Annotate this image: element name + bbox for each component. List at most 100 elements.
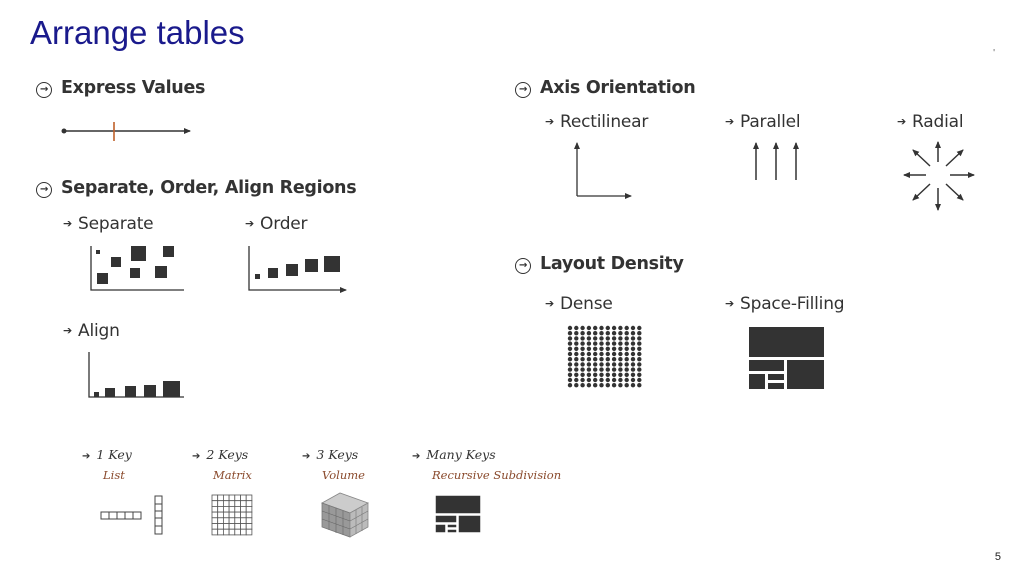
dense-dot — [637, 351, 642, 357]
dense-dot — [574, 346, 579, 351]
matrix-cell — [222, 511, 230, 519]
dense-dot — [630, 325, 636, 331]
recursive-subdivision-glyph — [433, 493, 483, 535]
dense-dot — [599, 331, 604, 336]
matrix-cell — [245, 523, 253, 530]
matrix-cell — [234, 523, 241, 530]
dense-dot — [567, 372, 573, 377]
matrix-cell — [245, 500, 253, 507]
dense-dot — [630, 357, 636, 362]
dense-dot — [567, 341, 573, 346]
space-filling-label: Space-Filling — [740, 294, 845, 314]
dense-dot — [637, 331, 642, 336]
dense-dot — [593, 383, 598, 388]
dense-dot — [637, 341, 642, 346]
dense-dot — [586, 346, 592, 351]
dense-dot — [567, 367, 573, 372]
matrix-cell — [211, 505, 219, 513]
dense-dot — [624, 336, 629, 341]
dense-dot — [574, 331, 579, 336]
dense-dot — [574, 372, 579, 377]
matrix-cell — [211, 511, 219, 519]
matrix-glyph — [211, 494, 253, 536]
dense-dot — [605, 346, 610, 351]
matrix-cell — [211, 517, 219, 524]
dense-dot — [624, 357, 629, 362]
layout-density-label: Layout Density — [540, 254, 684, 274]
matrix-cell — [234, 517, 241, 524]
dense-dot — [586, 372, 592, 377]
dense-dot — [605, 336, 610, 341]
matrix-cell — [211, 494, 219, 502]
matrix-cell — [234, 528, 241, 536]
dense-dot — [567, 383, 573, 388]
dense-dot — [624, 367, 629, 372]
dense-dot — [567, 362, 573, 367]
matrix-cell — [211, 500, 219, 507]
dense-dot — [586, 357, 592, 362]
small-arrow-icon: ➔ — [63, 217, 73, 230]
dense-dot — [618, 367, 623, 372]
small-arrow-icon: ➔ — [192, 451, 201, 462]
small-arrow-icon: ➔ — [725, 297, 735, 310]
dense-dot — [611, 336, 617, 341]
dense-dot — [599, 325, 604, 331]
matrix-cell — [245, 505, 253, 513]
dense-subheader: ➔ Dense — [545, 294, 613, 314]
dense-dot — [624, 346, 629, 351]
separate-order-align-label: Separate, Order, Align Regions — [61, 178, 357, 198]
matrix-cell — [222, 523, 230, 530]
dense-dot — [605, 357, 610, 362]
dense-dot — [624, 362, 629, 367]
dense-dot — [611, 325, 617, 331]
matrix-cell — [240, 517, 247, 524]
dense-dot — [618, 351, 623, 357]
key-3-sub: Volume — [322, 468, 365, 482]
dense-dot — [605, 341, 610, 346]
small-arrow-icon: ➔ — [545, 297, 555, 310]
dense-glyph — [567, 325, 642, 388]
matrix-cell — [222, 528, 230, 536]
dense-dot — [605, 362, 610, 367]
dense-dot — [611, 377, 617, 383]
slide-title: Arrange tables — [30, 14, 245, 51]
dense-dot — [599, 351, 604, 357]
dense-dot — [580, 336, 585, 341]
dense-dot — [611, 362, 617, 367]
key-many-label: ➔Many Keys — [412, 447, 496, 462]
dense-dot — [624, 377, 629, 383]
dense-dot — [605, 383, 610, 388]
parallel-subheader: ➔Parallel — [725, 112, 801, 132]
dense-dot — [637, 377, 642, 383]
matrix-cell — [240, 500, 247, 507]
dense-dot — [605, 377, 610, 383]
dense-dot — [624, 331, 629, 336]
volume-glyph — [321, 492, 369, 538]
separate-glyph — [90, 246, 184, 291]
dense-dot — [611, 367, 617, 372]
dense-dot — [618, 336, 623, 341]
small-arrow-icon: ➔ — [897, 115, 907, 128]
dense-dot — [599, 377, 604, 383]
circled-arrow-icon: → — [515, 258, 531, 274]
matrix-cell — [222, 500, 230, 507]
matrix-cell — [222, 505, 230, 513]
dense-dot — [567, 377, 573, 383]
dense-dot — [630, 336, 636, 341]
dense-dot — [618, 357, 623, 362]
express-values-header: →Express Values — [36, 78, 205, 98]
dense-dot — [593, 325, 598, 331]
dense-dot — [574, 357, 579, 362]
order-label: Order — [260, 214, 308, 234]
dense-dot — [567, 346, 573, 351]
matrix-cell — [228, 505, 236, 513]
dense-dot — [586, 325, 592, 331]
dense-dot — [637, 357, 642, 362]
dense-label: Dense — [560, 294, 613, 314]
dense-dot — [605, 351, 610, 357]
dense-dot — [574, 367, 579, 372]
dense-dot — [593, 362, 598, 367]
dense-dot — [599, 362, 604, 367]
key-1-sub: List — [103, 468, 125, 482]
